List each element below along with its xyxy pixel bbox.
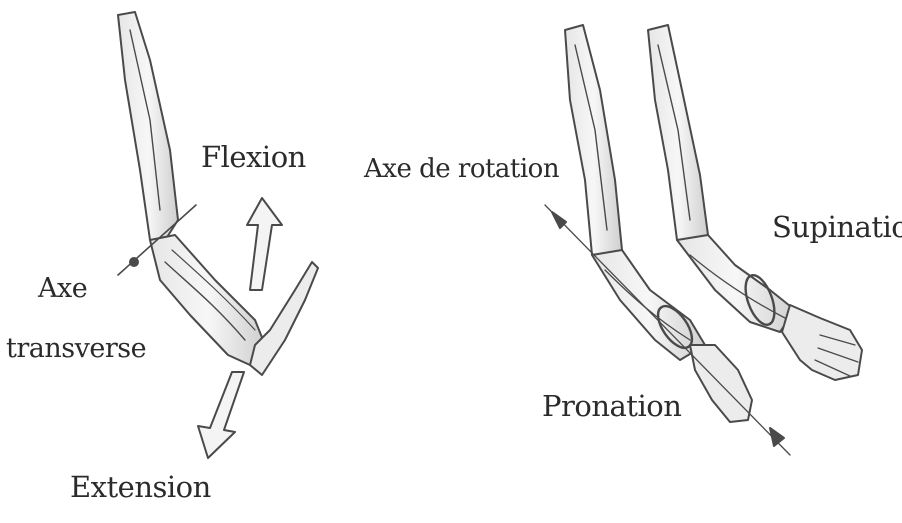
pronation-hand — [690, 345, 752, 422]
left-axis-pin — [130, 258, 138, 266]
flexion-arrow — [247, 198, 282, 290]
label-flexion: Flexion — [201, 140, 306, 174]
label-pronation: Pronation — [542, 389, 681, 423]
label-supination: Supination — [772, 210, 902, 244]
supination-upper-arm — [648, 25, 708, 248]
left-arm-figure — [118, 12, 318, 458]
label-axe-transverse-line1: Axe — [38, 273, 87, 304]
supination-forearm — [677, 235, 795, 332]
pronation-axis-bottom-arrow — [770, 428, 784, 446]
left-humerus — [118, 12, 178, 245]
label-axe-de-rotation: Axe de rotation — [364, 154, 559, 184]
supination-hand — [782, 305, 862, 380]
label-extension: Extension — [70, 470, 211, 504]
pronation-forearm — [592, 250, 705, 360]
label-axe-transverse-line2: transverse — [6, 333, 146, 364]
pronation-axis-top-arrow — [552, 212, 566, 228]
extension-arrow — [198, 372, 244, 458]
pronation-upper-arm — [565, 25, 622, 265]
